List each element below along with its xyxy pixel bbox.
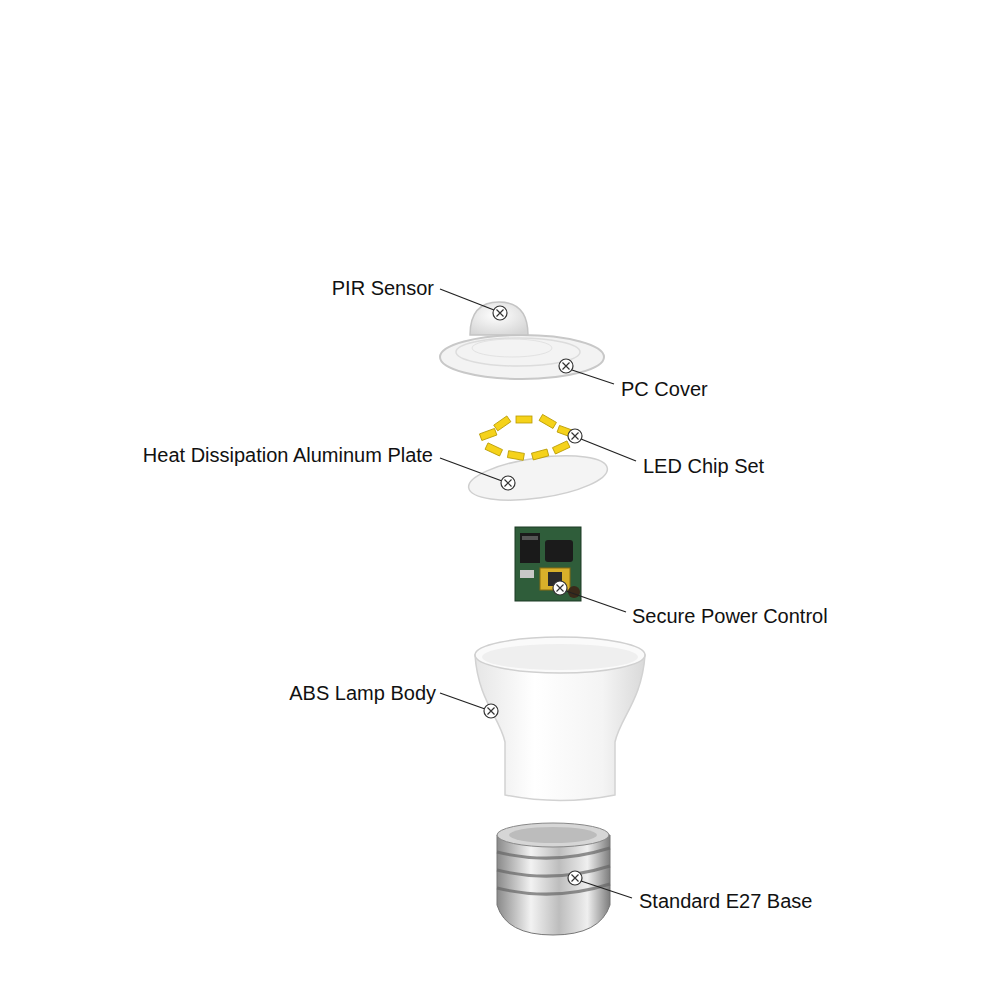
- part-label: Secure Power Control: [632, 605, 828, 628]
- part-label: Standard E27 Base: [639, 890, 812, 913]
- pir-sensor: [470, 302, 528, 335]
- lamp-body: [475, 637, 645, 801]
- part-label: ABS Lamp Body: [289, 682, 436, 705]
- aluminum-plate: [466, 448, 610, 507]
- part-label: LED Chip Set: [643, 455, 764, 478]
- part-label: Heat Dissipation Aluminum Plate: [143, 444, 433, 467]
- marker-dots: [484, 306, 582, 885]
- leader-lines: [440, 289, 636, 898]
- part-label: PIR Sensor: [332, 277, 434, 300]
- led-chips: [479, 414, 574, 460]
- part-label: PC Cover: [621, 378, 708, 401]
- power-board: [515, 527, 581, 601]
- e27-base: [497, 823, 610, 935]
